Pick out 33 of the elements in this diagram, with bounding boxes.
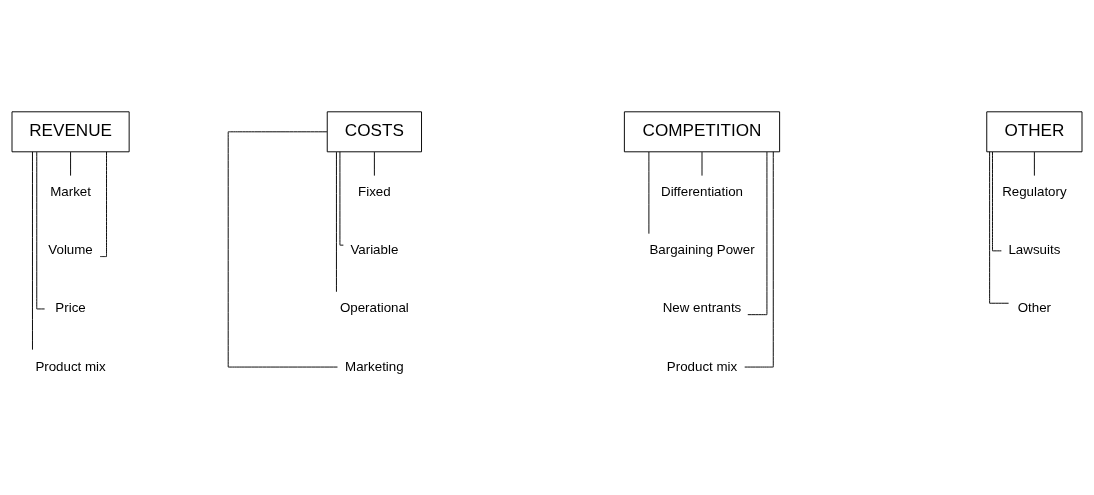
node-text: Bargaining Power [649, 241, 755, 257]
node-text: Market [50, 183, 91, 199]
node-box: COMPETITION [623, 110, 781, 152]
connector [747, 151, 768, 315]
node-text: Operational [339, 299, 409, 315]
node-text: Differentiation [661, 183, 743, 199]
connector [648, 151, 650, 234]
node-text: Regulatory [1002, 183, 1067, 199]
connector [32, 150, 33, 350]
node-text: Fixed [358, 183, 391, 199]
connector [227, 130, 338, 368]
node-text: Price [55, 299, 86, 315]
connector [744, 150, 774, 368]
node-box: COSTS [326, 110, 422, 152]
connector [992, 151, 1002, 251]
connector [989, 150, 1010, 304]
node-box: REVENUE [11, 110, 130, 152]
node-text: Product mix [35, 358, 106, 374]
node-box: OTHER [986, 110, 1083, 152]
node-text: Variable [350, 241, 399, 257]
connector [1033, 151, 1035, 176]
connector [701, 151, 703, 176]
connector [36, 151, 46, 309]
connector [339, 150, 344, 246]
connector [335, 151, 337, 292]
node-text: Lawsuits [1008, 241, 1061, 257]
node-text: Product mix [666, 358, 738, 374]
node-text: Volume [48, 241, 93, 257]
node-text: Other [1017, 299, 1052, 315]
node-text: Marketing [345, 358, 404, 374]
node-text: New entrants [662, 299, 742, 315]
connector [70, 151, 72, 176]
connector [373, 151, 375, 176]
